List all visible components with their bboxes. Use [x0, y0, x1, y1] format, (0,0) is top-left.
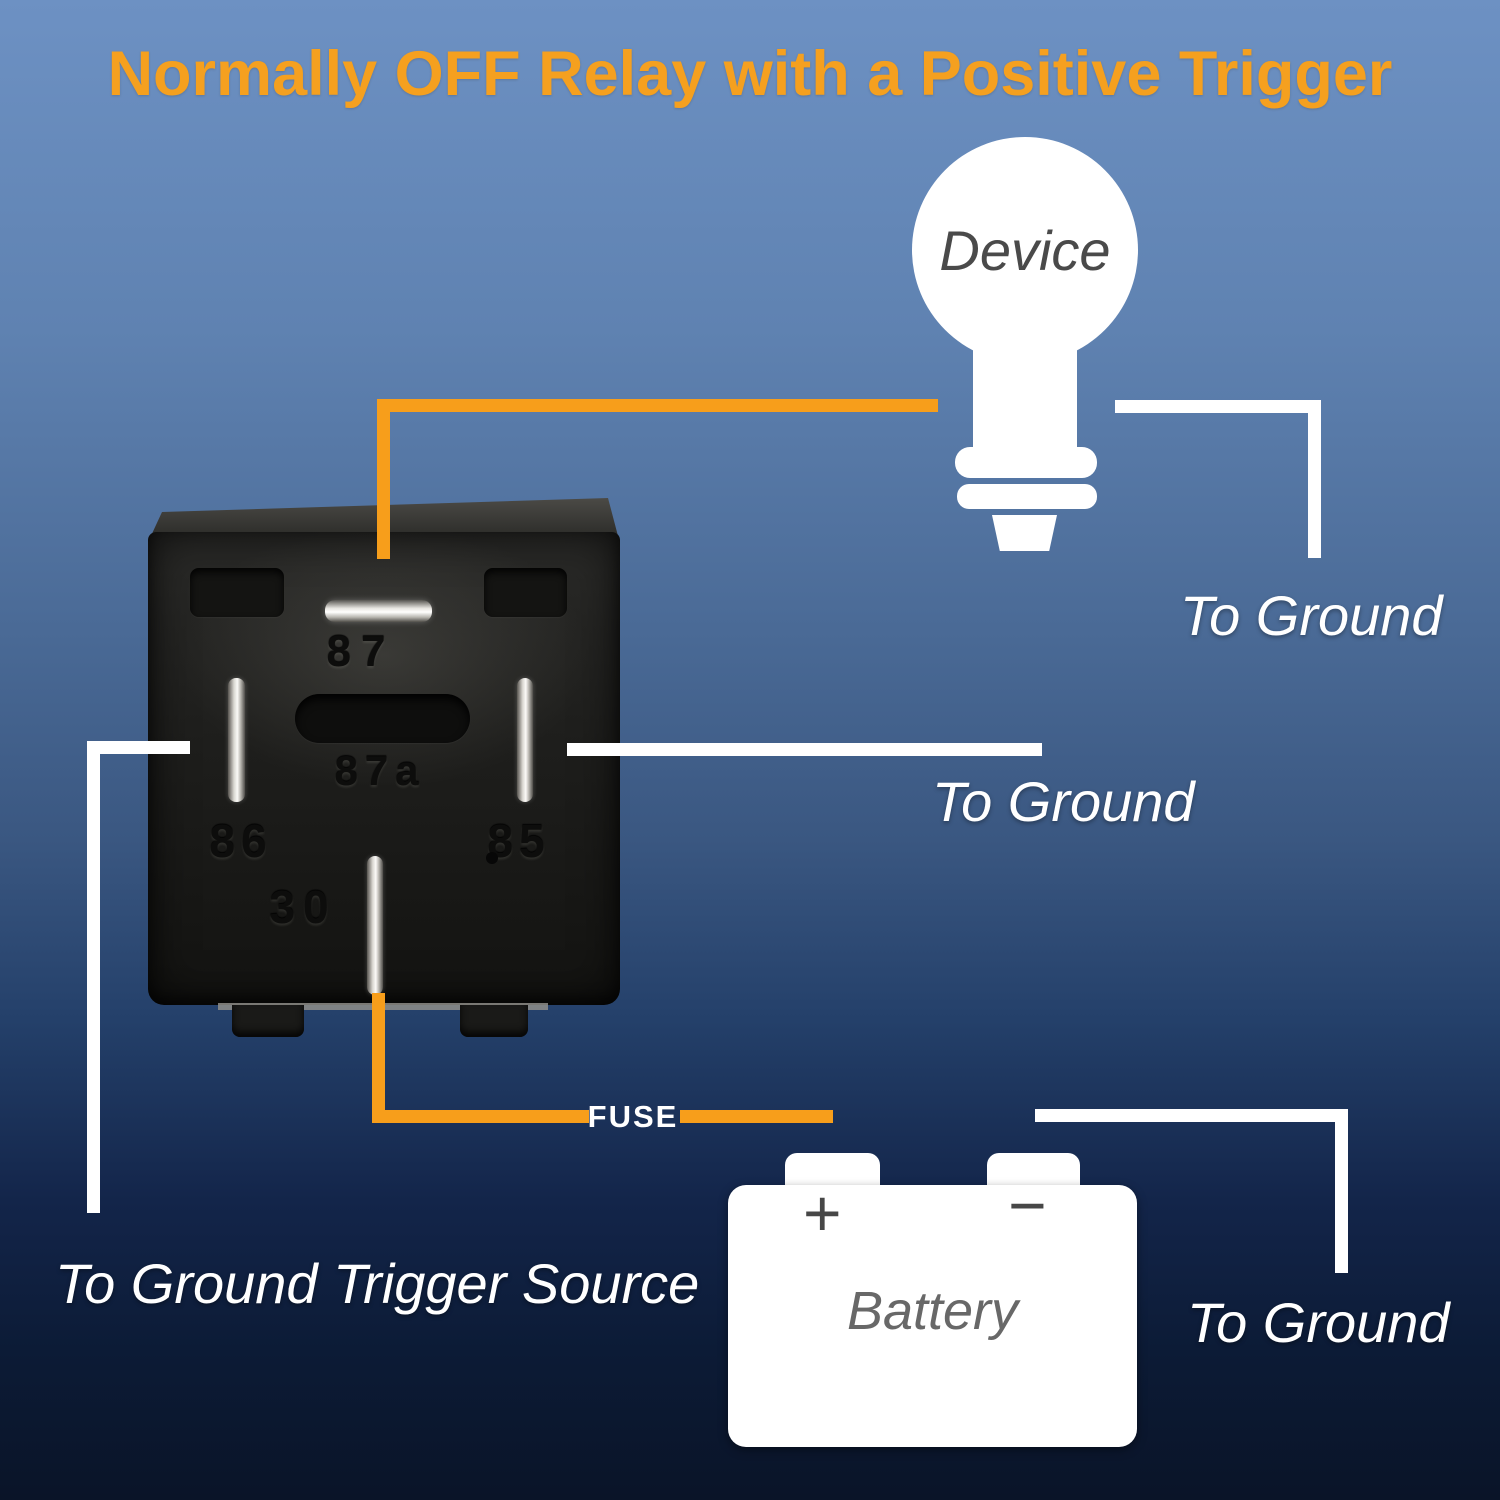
fuse-label: FUSE: [587, 1099, 679, 1134]
relay-pin-87a-label: 87a: [334, 747, 426, 794]
battery-plus-sign: +: [803, 1176, 842, 1250]
wire-pin86-to-trigger-vertical: [87, 741, 100, 1213]
ground-label-top-right: To Ground: [1180, 584, 1443, 647]
ground-label-middle: To Ground: [932, 770, 1195, 833]
device-bulb-thread-lower: [957, 484, 1097, 509]
wire-pin85-to-ground-horizontal: [567, 743, 1042, 756]
device-bulb-contact-tip: [992, 515, 1057, 551]
relay-mold-dot: [486, 852, 498, 864]
wire-battery-to-ground-horizontal: [1035, 1109, 1348, 1122]
wire-device-to-ground-vertical: [1308, 400, 1321, 558]
relay-pin-85-blade: [517, 678, 533, 802]
wire-pin30-to-fuse-vertical: [372, 993, 385, 1123]
relay-photo: 87 87a 86 85 30: [148, 498, 620, 1043]
device-bulb-thread-upper: [955, 447, 1097, 478]
wire-battery-to-ground-vertical: [1335, 1109, 1348, 1273]
relay-foot-left: [232, 1005, 304, 1037]
relay-recess-right: [484, 568, 567, 617]
wire-pin87-to-device-vertical: [377, 399, 390, 559]
device-label: Device: [939, 219, 1111, 282]
wire-pin86-to-trigger-horizontal: [87, 741, 190, 754]
wire-device-to-ground-horizontal: [1115, 400, 1321, 413]
relay-pin-30-blade: [367, 856, 383, 995]
relay-pin-87-label: 87: [326, 627, 396, 676]
relay-foot-right: [460, 1005, 528, 1037]
relay-pin-87-blade: [325, 600, 432, 622]
relay-pin-86-blade: [228, 678, 245, 802]
battery-label: Battery: [846, 1281, 1019, 1341]
battery-body: [728, 1185, 1137, 1447]
device-bulb-neck: [973, 320, 1077, 450]
wire-pin30-to-fuse-horizontal: [372, 1110, 589, 1123]
diagram-title: Normally OFF Relay with a Positive Trigg…: [107, 39, 1393, 109]
relay-pin-86-label: 86: [209, 815, 273, 867]
battery-minus-sign: −: [1008, 1168, 1047, 1242]
wire-pin87-to-device-horizontal: [377, 399, 938, 412]
relay-recess-left: [190, 568, 284, 617]
ground-label-bottom-right: To Ground: [1187, 1291, 1450, 1354]
wire-fuse-to-battery-horizontal: [680, 1110, 833, 1123]
relay-pin-30-label: 30: [269, 881, 337, 933]
relay-oval-recess: [295, 694, 470, 743]
trigger-source-label: To Ground Trigger Source: [55, 1252, 700, 1315]
